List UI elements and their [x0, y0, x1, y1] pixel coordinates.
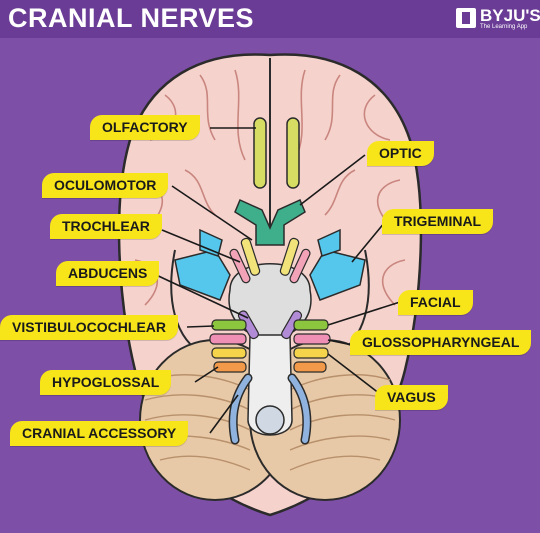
facial-nerve-left	[211, 319, 247, 331]
label-trigeminal: TRIGEMINAL	[382, 209, 494, 234]
logo-icon	[456, 8, 476, 28]
label-hypoglossal: HYPOGLOSSAL	[40, 370, 172, 395]
glossopharyngeal-nerve-right	[293, 333, 331, 345]
label-glossopharyngeal: GLOSSOPHARYNGEAL	[350, 330, 532, 355]
vagus-nerve-left	[211, 347, 247, 359]
trochlear-nerve-left	[229, 248, 251, 284]
label-facial: FACIAL	[398, 290, 473, 315]
vagus-nerve-right	[293, 347, 329, 359]
spinal-cord	[255, 405, 285, 435]
label-trochlear: TROCHLEAR	[50, 214, 162, 239]
facial-nerve-right	[293, 319, 329, 331]
label-abducens: ABDUCENS	[56, 261, 160, 286]
oculomotor-nerve-right	[279, 237, 300, 276]
hypoglossal-nerve-right	[293, 361, 327, 373]
trochlear-nerve-right	[289, 248, 311, 284]
logo-name: BYJU'S	[480, 6, 540, 25]
label-olfactory: OLFACTORY	[90, 115, 200, 140]
page-title: CRANIAL NERVES	[8, 3, 255, 33]
label-vagus: VAGUS	[375, 385, 448, 410]
hypoglossal-nerve-left	[213, 361, 247, 373]
label-optic: OPTIC	[367, 141, 434, 166]
trigeminal-branch-right	[317, 228, 341, 257]
oculomotor-nerve-left	[240, 237, 261, 276]
trigeminal-branch-left	[199, 228, 223, 257]
brand-logo[interactable]: BYJU'S The Learning App	[456, 6, 540, 34]
optic-chiasm	[234, 198, 306, 246]
brainstem	[247, 334, 293, 436]
olfactory-bulb-left	[253, 117, 267, 189]
label-cranial-accessory: CRANIAL ACCESSORY	[10, 421, 189, 446]
header-bar: CRANIAL NERVES BYJU'S The Learning App	[0, 0, 540, 38]
leader-lines	[151, 127, 401, 434]
glossopharyngeal-nerve-left	[209, 333, 247, 345]
label-vestibulocochlear: VISTIBULOCOCHLEAR	[0, 315, 178, 340]
olfactory-bulb-right	[286, 117, 300, 189]
label-oculomotor: OCULOMOTOR	[42, 173, 169, 198]
logo-tagline: The Learning App	[480, 24, 528, 30]
